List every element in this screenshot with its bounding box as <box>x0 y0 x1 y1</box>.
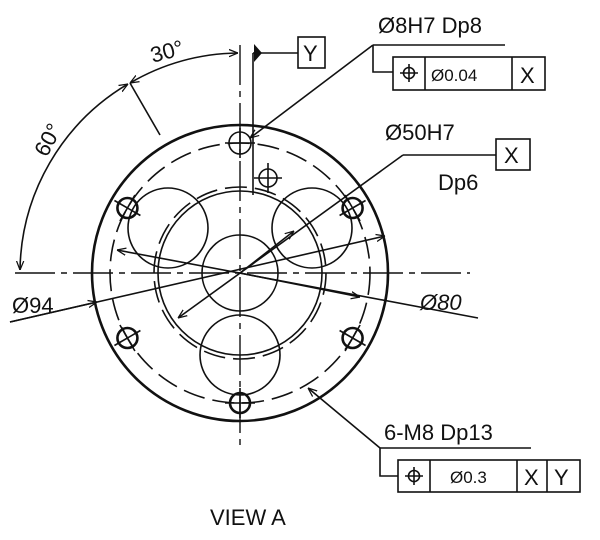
bore-label: Ø50H7 <box>385 120 455 145</box>
center-lines <box>15 45 470 450</box>
bolt-hole <box>114 324 141 352</box>
bolt-hole <box>339 194 366 222</box>
hole-callout: Ø8H7 Dp8 Ø0.04 X <box>250 13 546 138</box>
dia-94-dimension: Ø94 <box>9 236 385 323</box>
thread-callout: 6-M8 Dp13 Ø0.3 X Y <box>308 388 581 493</box>
hole-callout-label: Ø8H7 Dp8 <box>378 13 482 38</box>
dia-80-dimension: Ø80 <box>117 250 479 319</box>
bolt-hole <box>225 388 255 418</box>
bolt-hole <box>114 194 141 222</box>
dia-94-label: Ø94 <box>12 293 54 318</box>
position-icon <box>400 64 418 82</box>
angle-60-label: 60° <box>29 119 67 160</box>
bore-callout: Ø50H7 X Dp6 <box>178 120 531 318</box>
angle-30-label: 30° <box>148 35 187 68</box>
bore-datum-x: X <box>504 143 519 168</box>
thread-datum-y: Y <box>554 465 569 490</box>
bolt-hole <box>339 324 366 352</box>
pocket-left <box>127 187 209 269</box>
bolt-hole <box>225 128 255 158</box>
pocket-right <box>271 187 353 269</box>
datum-y-label: Y <box>303 41 318 66</box>
datum-y: Y <box>252 36 326 195</box>
hole-datum-x: X <box>520 63 535 88</box>
dia-80-label: Ø80 <box>419 290 462 315</box>
thread-tolerance: Ø0.3 <box>450 468 487 487</box>
view-title: VIEW A <box>210 505 286 530</box>
bore-depth: Dp6 <box>438 170 478 195</box>
hole-tolerance: Ø0.04 <box>431 66 477 85</box>
thread-label: 6-M8 Dp13 <box>384 420 493 445</box>
thread-datum-x: X <box>524 465 539 490</box>
position-icon <box>405 467 423 485</box>
pin-hole <box>254 163 282 193</box>
